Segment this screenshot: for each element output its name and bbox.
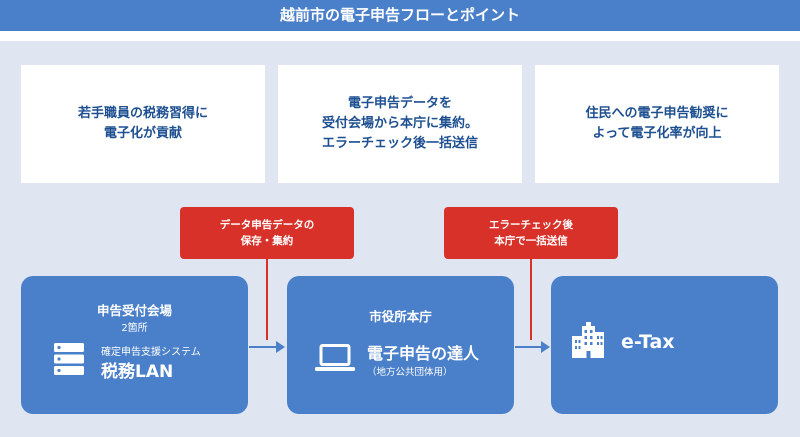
flow-box-etax: e-Tax [551, 276, 778, 414]
flow-arrow-2 [515, 341, 550, 353]
point-1-line-1: 若手職員の税務習得に [77, 106, 208, 121]
callout-batch-send: エラーチェック後 本庁で一括送信 [444, 207, 618, 259]
page-title: 越前市の電子申告フローとポイント [0, 0, 800, 31]
point-2-line-2: 受付会場から本庁に集約。 [321, 116, 478, 131]
callout-2-line-2: 本庁で一括送信 [494, 235, 568, 247]
flow-arrow-1 [249, 341, 285, 353]
point-3-line-1: 住民への電子申告勧奨に [585, 106, 729, 121]
software-name: 電子申告の達人 [367, 344, 480, 363]
flow-box-city-hall: 市役所本庁 電子申告の達人 （地方公共団体用） [287, 276, 514, 414]
point-card-1: 若手職員の税務習得に 電子化が貢献 [21, 65, 265, 183]
point-3-line-2: よって電子化率が向上 [592, 126, 722, 141]
callout-data-collection: データ申告データの 保存・集約 [180, 207, 354, 259]
point-card-3: 住民への電子申告勧奨に よって電子化率が向上 [535, 65, 779, 183]
reception-venue-count: 2箇所 [121, 323, 148, 334]
city-hall-title: 市役所本庁 [369, 309, 432, 324]
building-icon [572, 322, 604, 358]
reception-venue-title: 申告受付会場 [96, 303, 172, 318]
server-icon [54, 343, 84, 375]
point-1-line-2: 電子化が貢献 [103, 126, 182, 141]
point-card-2: 電子申告データを 受付会場から本庁に集約。 エラーチェック後一括送信 [278, 65, 522, 183]
point-2-line-1: 電子申告データを [347, 96, 452, 111]
callout-1-pointer [266, 258, 268, 340]
callout-1-line-2: 保存・集約 [240, 235, 294, 247]
title-divider [0, 31, 800, 41]
etax-label: e-Tax [621, 331, 675, 353]
laptop-icon [315, 344, 355, 371]
callout-1-line-1: データ申告データの [219, 219, 315, 231]
point-2-line-3: エラーチェック後一括送信 [321, 136, 478, 151]
callout-2-pointer [530, 258, 532, 340]
software-edition: （地方公共団体用） [367, 367, 453, 378]
system-label: 確定申告支援システム [101, 347, 201, 358]
callout-2-line-1: エラーチェック後 [489, 219, 573, 231]
tax-lan-label: 税務LAN [101, 362, 174, 382]
flow-box-reception-venue: 申告受付会場 2箇所 確定申告支援システム 税務LAN [21, 276, 248, 414]
